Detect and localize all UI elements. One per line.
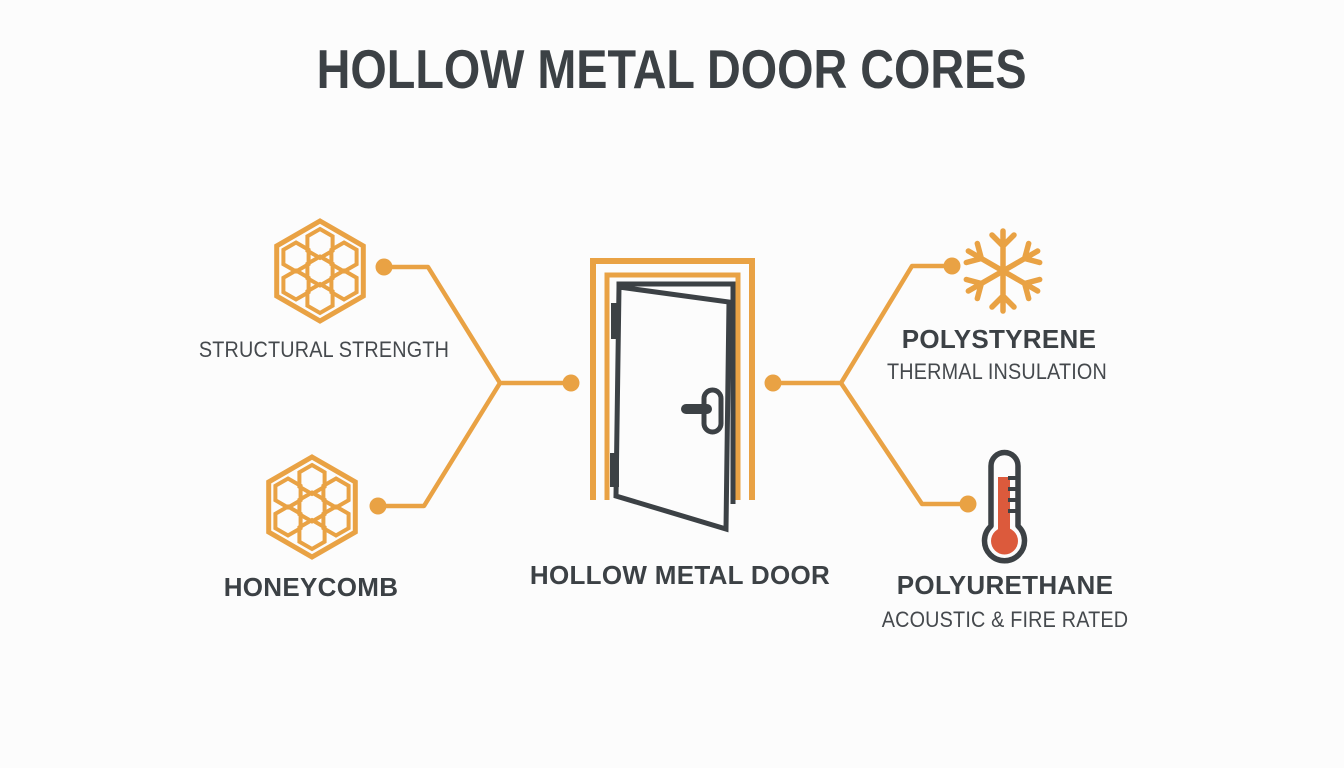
page-title: HOLLOW METAL DOOR CORES xyxy=(0,42,1344,97)
connector-left xyxy=(375,264,574,509)
connector-dot xyxy=(369,497,387,515)
connector-dot xyxy=(562,374,580,392)
connector-dot xyxy=(375,258,393,276)
thermometer-icon xyxy=(981,449,1028,564)
hollow-metal-door-label: HOLLOW METAL DOOR xyxy=(529,560,831,590)
door-hinge xyxy=(610,453,619,487)
acoustic-fire-rated-label: ACOUSTIC & FIRE RATED xyxy=(881,607,1129,632)
door-frame-outer xyxy=(590,258,755,500)
honeycomb-icon xyxy=(277,221,364,321)
polyurethane-label: POLYURETHANE xyxy=(896,570,1114,600)
page-title-text: HOLLOW METAL DOOR CORES xyxy=(317,38,1027,100)
polystyrene-label: POLYSTYRENE xyxy=(901,324,1097,354)
door-leaf xyxy=(613,284,732,533)
thermometer-mercury-tube xyxy=(998,477,1010,535)
thermometer-mercury-bulb xyxy=(991,527,1018,555)
connector-right xyxy=(770,263,971,507)
honeycomb-label: HONEYCOMB xyxy=(223,572,399,602)
honeycomb-icon xyxy=(269,457,356,557)
snowflake-icon xyxy=(963,228,1043,314)
connector-dot xyxy=(943,257,961,275)
door-frame-inner xyxy=(604,272,741,500)
door-hinge xyxy=(611,303,620,339)
connector-dot xyxy=(959,495,977,513)
structural-strength-label: STRUCTURAL STRENGTH xyxy=(198,337,450,362)
thermometer-ticks xyxy=(1008,476,1017,513)
connector-dot xyxy=(764,374,782,392)
thermal-insulation-label: THERMAL INSULATION xyxy=(887,359,1107,384)
door-icon xyxy=(590,258,755,533)
